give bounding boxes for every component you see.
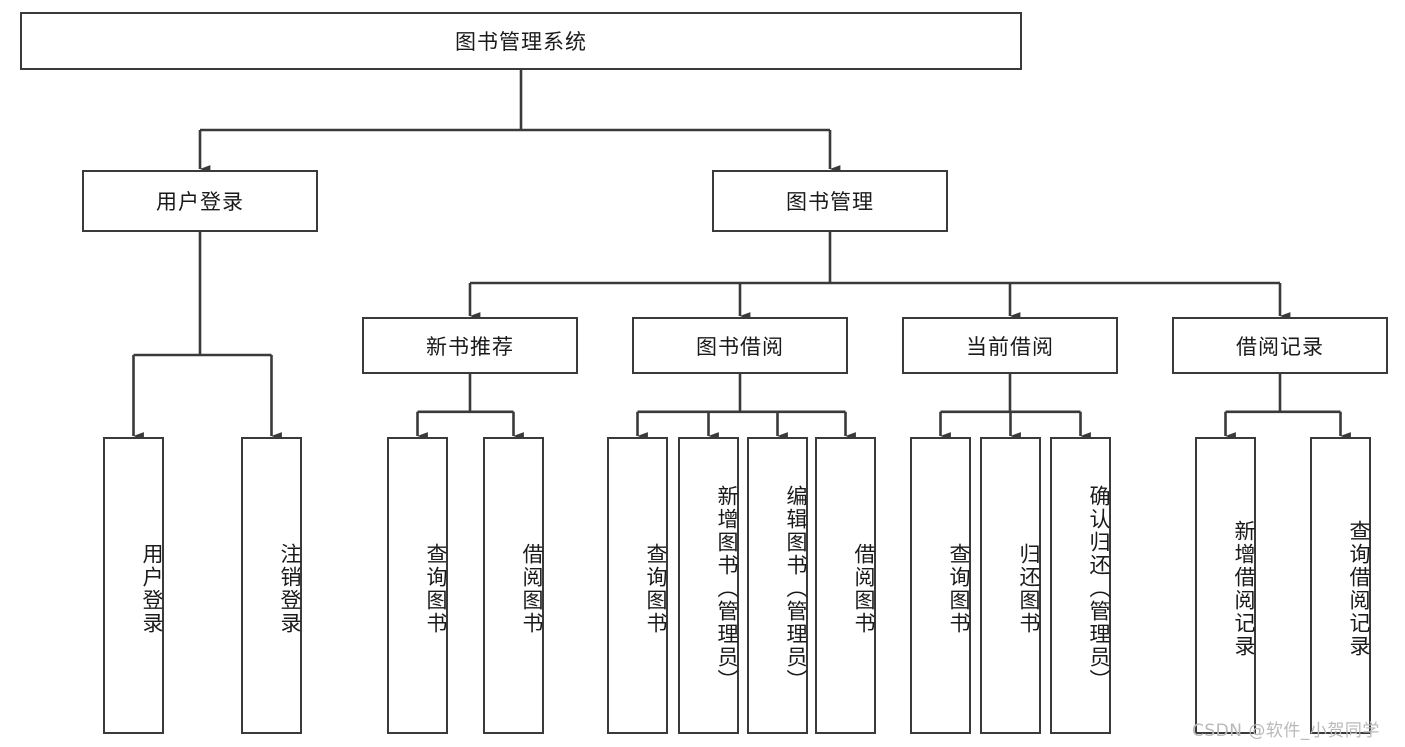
node-leaf-confirm-return[interactable]: 确认归还（管理员）	[1050, 437, 1111, 734]
node-label: 新增图书（管理员）	[715, 485, 739, 692]
node-label: 图书借阅	[696, 334, 784, 359]
node-label: 查询图书	[644, 542, 668, 635]
node-label: 归还图书	[1017, 542, 1041, 635]
node-user-login[interactable]: 用户登录	[82, 170, 318, 232]
node-leaf-borrow-book-2[interactable]: 借阅图书	[815, 437, 876, 734]
node-label: 查询图书	[947, 542, 971, 635]
node-leaf-query-book-3[interactable]: 查询图书	[910, 437, 971, 734]
node-label: 确认归还（管理员）	[1087, 485, 1111, 692]
node-label: 图书管理	[786, 190, 874, 214]
node-label: 当前借阅	[966, 334, 1054, 359]
node-leaf-query-book-1[interactable]: 查询图书	[387, 437, 448, 734]
node-label: 用户登录	[156, 190, 244, 214]
node-label: 新增借阅记录	[1232, 519, 1256, 658]
node-label: 查询借阅记录	[1347, 519, 1371, 658]
node-leaf-return-book[interactable]: 归还图书	[980, 437, 1041, 734]
node-leaf-query-record[interactable]: 查询借阅记录	[1310, 437, 1371, 734]
node-label: 借阅记录	[1236, 334, 1324, 359]
node-label: 图书管理系统	[455, 30, 587, 54]
node-leaf-user-login[interactable]: 用户登录	[103, 437, 164, 734]
node-label: 用户登录	[140, 542, 164, 635]
node-book-manage[interactable]: 图书管理	[712, 170, 948, 232]
node-label: 借阅图书	[852, 542, 876, 635]
node-root[interactable]: 图书管理系统	[20, 12, 1022, 70]
node-label: 新书推荐	[426, 334, 514, 359]
node-label: 编辑图书（管理员）	[784, 485, 808, 692]
node-label: 借阅图书	[520, 542, 544, 635]
csdn-watermark: CSDN @软件_小贺同学	[1192, 721, 1380, 741]
node-book-borrow[interactable]: 图书借阅	[632, 317, 848, 374]
node-new-book-rec[interactable]: 新书推荐	[362, 317, 578, 374]
node-leaf-query-book-2[interactable]: 查询图书	[607, 437, 668, 734]
node-leaf-borrow-book-1[interactable]: 借阅图书	[483, 437, 544, 734]
node-borrow-record[interactable]: 借阅记录	[1172, 317, 1388, 374]
node-leaf-add-record[interactable]: 新增借阅记录	[1195, 437, 1256, 734]
node-leaf-edit-book[interactable]: 编辑图书（管理员）	[747, 437, 808, 734]
node-label: 查询图书	[424, 542, 448, 635]
node-leaf-add-book[interactable]: 新增图书（管理员）	[678, 437, 739, 734]
node-label: 注销登录	[278, 542, 302, 635]
node-current-borrow[interactable]: 当前借阅	[902, 317, 1118, 374]
node-leaf-logout[interactable]: 注销登录	[241, 437, 302, 734]
